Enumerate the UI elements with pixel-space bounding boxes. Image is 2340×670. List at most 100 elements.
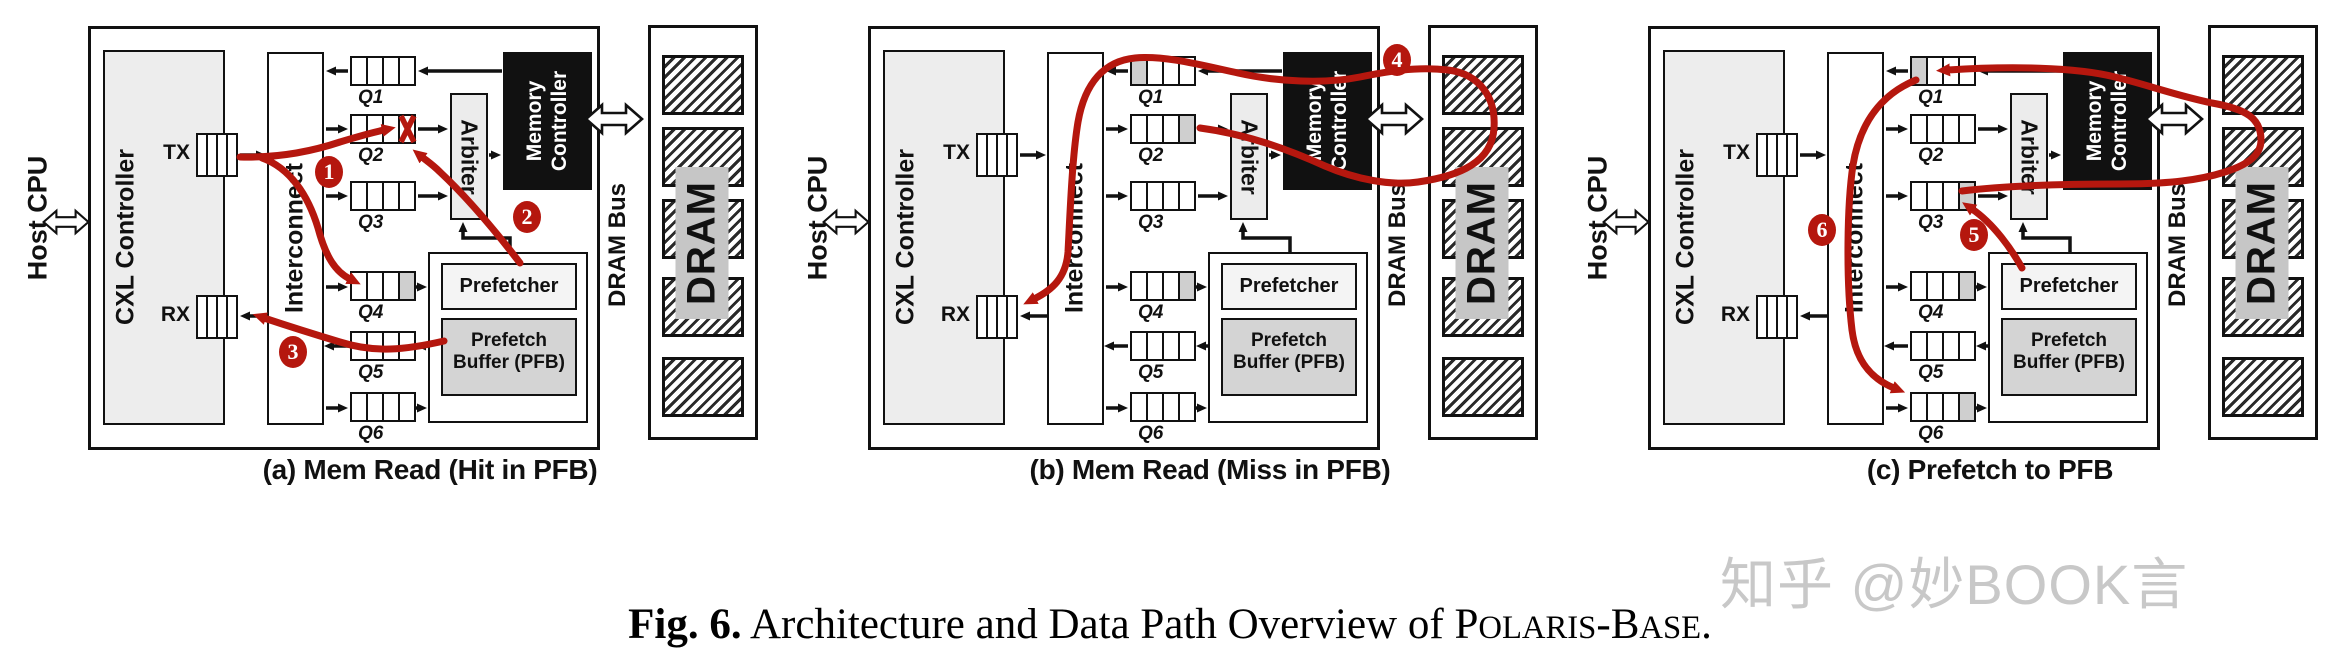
queue-q6: [350, 392, 416, 422]
cxl-controller-label: CXL Controller: [891, 149, 920, 325]
queue-q3: [1130, 181, 1196, 211]
figure-caption-number: Fig. 6.: [628, 601, 742, 648]
figure-caption-polaris: P: [1454, 601, 1479, 648]
step-badge-6: 6: [1808, 214, 1836, 246]
figure-caption: Fig. 6. Architecture and Data Path Overv…: [628, 601, 1712, 648]
tx-label: TX: [163, 141, 190, 164]
queue-q6: [1130, 392, 1196, 422]
dram-bus-label: DRAM Bus: [2164, 183, 2191, 307]
queue-q4-label: Q4: [1138, 302, 1164, 323]
tx-queue: [196, 133, 238, 177]
queue-q3: [1910, 181, 1976, 211]
queue-q3-label: Q3: [358, 212, 384, 233]
step-badge-4: 4: [1383, 44, 1411, 76]
arbiter-label: Arbiter: [1236, 119, 1263, 195]
queue-q6-label: Q6: [358, 423, 384, 444]
prefetcher-label: Prefetcher: [1239, 275, 1339, 297]
step-badge-3: 3: [279, 336, 307, 368]
dram-chip: [2222, 357, 2304, 417]
cxl-controller-box: [883, 50, 1005, 425]
host-cpu-label: Host CPU: [22, 155, 53, 281]
prefetch-buffer-label: Prefetch Buffer (PFB): [441, 330, 577, 374]
memory-controller-label: Memory Controller: [2083, 71, 2133, 171]
cxl-controller-label: CXL Controller: [1671, 149, 1700, 325]
queue-q6-label: Q6: [1918, 423, 1944, 444]
queue-q1-label: Q1: [358, 87, 384, 108]
tx-queue: [976, 133, 1018, 177]
panel-a-caption: (a) Mem Read (Hit in PFB): [262, 454, 598, 485]
queue-q1-label: Q1: [1138, 87, 1164, 108]
prefetch-buffer-box: [1221, 318, 1357, 396]
step-badge-2: 2: [513, 201, 541, 233]
step-badge-1: 1: [315, 156, 343, 188]
rx-queue: [196, 295, 238, 339]
dram-bus-label: DRAM Bus: [604, 183, 631, 307]
prefetcher-box: [441, 263, 577, 310]
queue-q6-label: Q6: [1138, 423, 1164, 444]
rx-label: RX: [160, 303, 190, 326]
host-cpu-label: Host CPU: [802, 155, 833, 281]
rx-queue: [1756, 295, 1798, 339]
cxl-controller-box: [1663, 50, 1785, 425]
queue-q3-label: Q3: [1138, 212, 1164, 233]
queue-q5-label: Q5: [1918, 362, 1944, 383]
queue-q5-label: Q5: [1138, 362, 1164, 383]
zhihu-watermark: 知乎 @妙BOOK言: [1720, 553, 2189, 616]
prefetch-buffer-label: Prefetch Buffer (PFB): [2001, 330, 2137, 374]
dram-chip: [2222, 55, 2304, 115]
queue-q2-label: Q2: [358, 145, 384, 166]
dram-chip: [662, 357, 744, 417]
prefetch-buffer-line2: Buffer (PFB): [2013, 352, 2125, 373]
memory-controller-line1: Memory: [1303, 80, 1327, 162]
memory-controller-line2: Controller: [548, 70, 571, 172]
queue-q3-label: Q3: [1918, 212, 1944, 233]
queue-q4: [350, 271, 416, 301]
queue-q5-label: Q5: [358, 362, 384, 383]
queue-q4-label: Q4: [1918, 302, 1944, 323]
queue-q1-label: Q1: [1918, 87, 1944, 108]
figure-caption-base: B: [1610, 601, 1640, 648]
queue-q5: [350, 331, 416, 361]
rx-label: RX: [940, 303, 970, 326]
panel-a: Host CPU CXL Controller TX RX Interconne…: [0, 0, 780, 540]
interconnect-label: Interconnect: [280, 162, 309, 314]
tx-queue: [1756, 133, 1798, 177]
memory-controller-label: Memory Controller: [1303, 71, 1353, 171]
interconnect-label: Interconnect: [1060, 162, 1089, 314]
queue-q4: [1910, 271, 1976, 301]
dram-label: DRAM: [2235, 167, 2289, 319]
dram-bus-label: DRAM Bus: [1384, 183, 1411, 307]
queue-q2: [350, 114, 416, 144]
panel-b-caption: (b) Mem Read (Miss in PFB): [1029, 454, 1391, 485]
cxl-controller-box: [103, 50, 225, 425]
dram-chip: [1442, 357, 1524, 417]
dram-chip: [1442, 55, 1524, 115]
step-badge-5: 5: [1960, 219, 1988, 251]
memory-controller-line1: Memory: [2083, 80, 2107, 162]
prefetch-buffer-label: Prefetch Buffer (PFB): [1221, 330, 1357, 374]
queue-q2-label: Q2: [1138, 145, 1164, 166]
tx-label: TX: [1723, 141, 1750, 164]
queue-q1: [1130, 56, 1196, 86]
rx-queue: [976, 295, 1018, 339]
queue-q2-label: Q2: [1918, 145, 1944, 166]
queue-q4: [1130, 271, 1196, 301]
dram-label: DRAM: [675, 167, 729, 319]
queue-q1: [1910, 56, 1976, 86]
dram-label: DRAM: [1455, 167, 1509, 319]
panel-c: Host CPU CXL Controller TX RX Interconne…: [1560, 0, 2340, 540]
memory-controller-line1: Memory: [523, 80, 547, 162]
cxl-controller-label: CXL Controller: [111, 149, 140, 325]
arbiter-label: Arbiter: [456, 119, 483, 195]
interconnect-label: Interconnect: [1840, 162, 1869, 314]
panel-b: Host CPU CXL Controller TX RX Interconne…: [780, 0, 1560, 540]
prefetch-buffer-box: [2001, 318, 2137, 396]
queue-q5: [1910, 331, 1976, 361]
prefetch-buffer-line1: Prefetch: [1250, 330, 1328, 351]
queue-q2: [1130, 114, 1196, 144]
memory-controller-line2: Controller: [2108, 70, 2131, 172]
dram-chip: [662, 55, 744, 115]
queue-q3: [350, 181, 416, 211]
prefetcher-label: Prefetcher: [459, 275, 559, 297]
